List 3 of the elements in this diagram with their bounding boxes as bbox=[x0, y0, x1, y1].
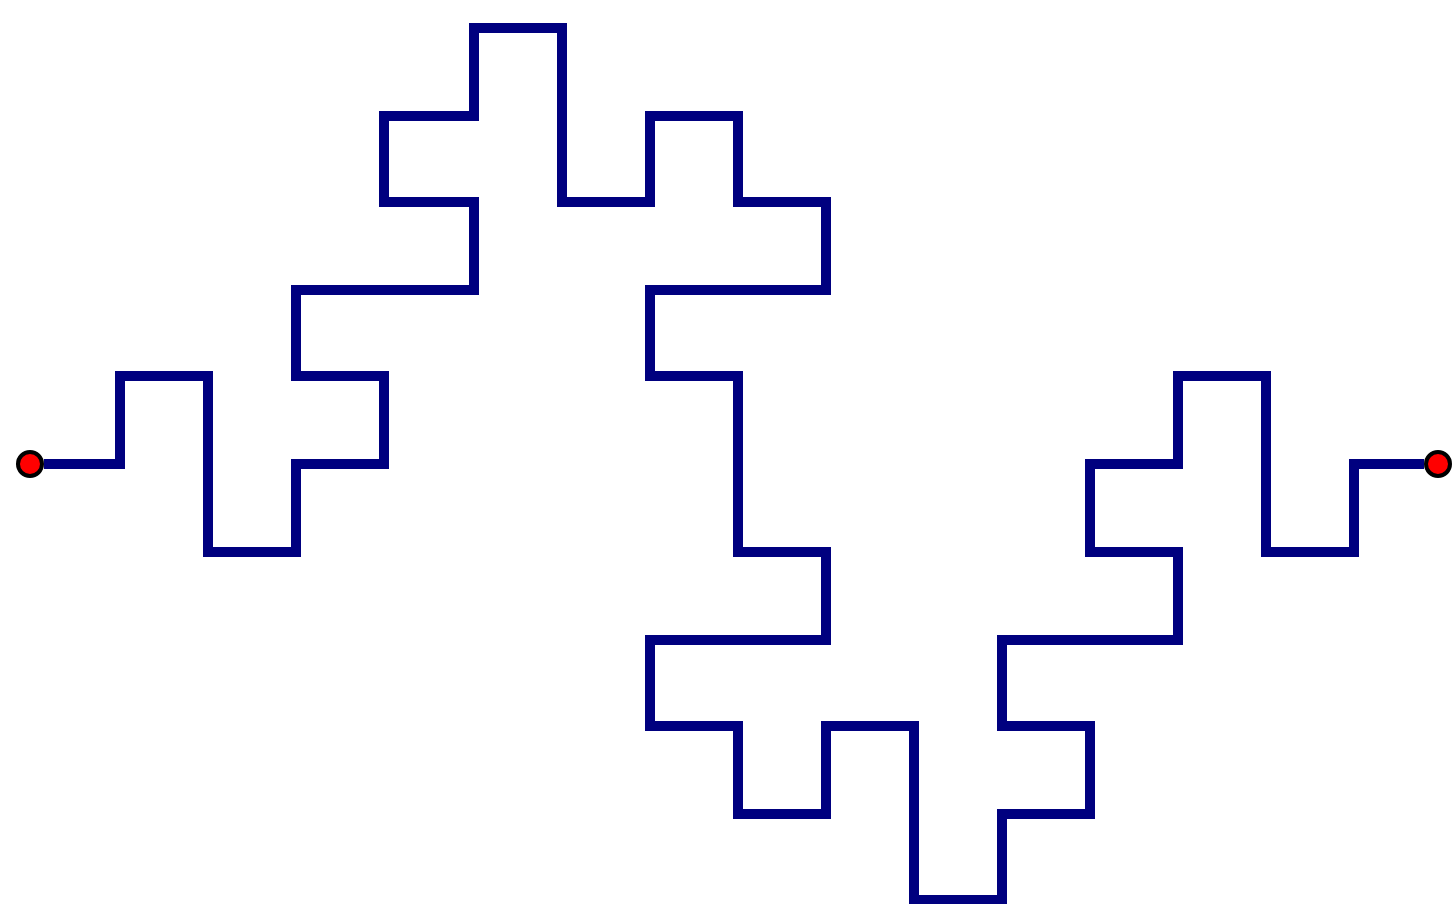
endpoint-dot bbox=[1424, 450, 1452, 478]
curve-line bbox=[44, 23, 1424, 904]
endpoint-dot bbox=[16, 450, 44, 478]
